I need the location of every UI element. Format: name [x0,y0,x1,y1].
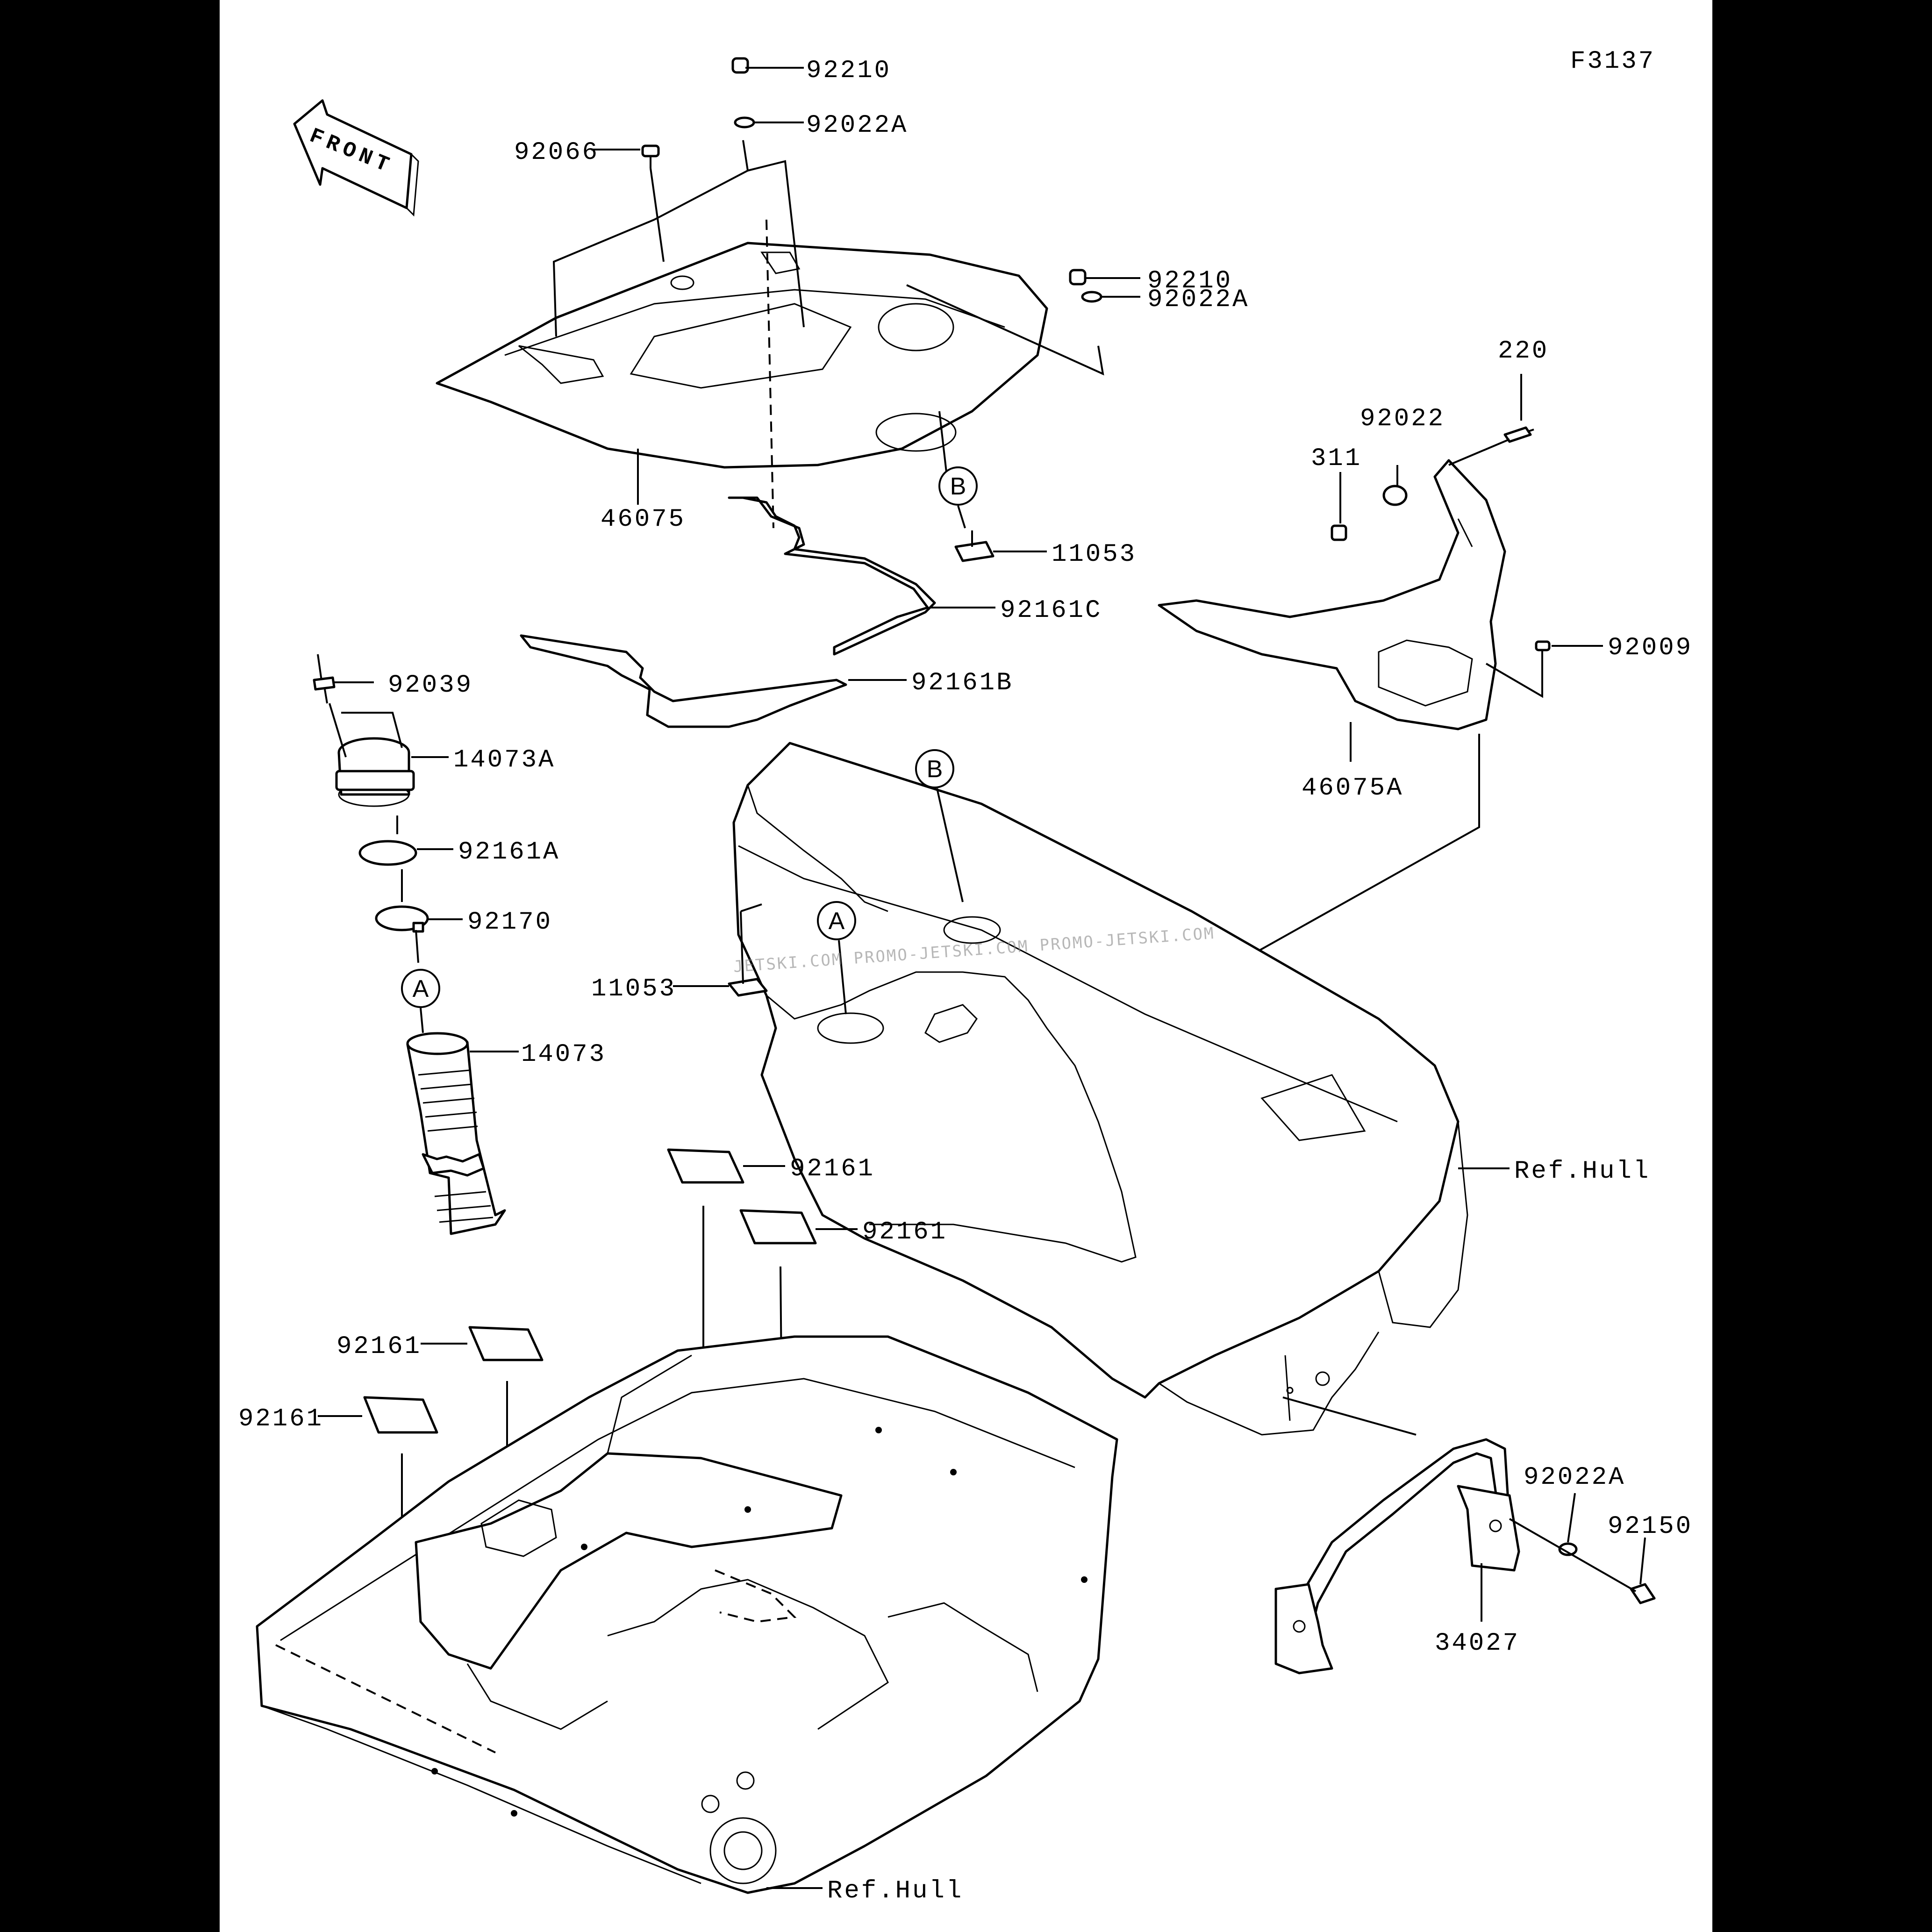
front-arrow-icon: FRONT [293,99,419,217]
label-46075a: 46075A [1302,774,1403,802]
label-46075: 46075 [601,505,686,534]
part-92161-pad-d [363,1396,438,1434]
label-ref-hull-right: Ref.Hull [1514,1157,1650,1186]
part-92039-screw [313,654,336,704]
label-92150: 92150 [1608,1512,1693,1541]
label-ref-hull-bottom: Ref.Hull [827,1877,963,1905]
part-11053-mid-clip [728,903,768,997]
label-220: 220 [1498,337,1549,365]
part-92161-pad-b [739,1209,817,1245]
part-92022-washer [1382,485,1408,506]
label-11053-mid: 11053 [591,975,676,1003]
label-34027: 34027 [1435,1629,1520,1658]
label-92161-b: 92161 [862,1218,947,1246]
part-92210-mid-nut [1069,269,1087,286]
label-92161a: 92161A [458,838,560,866]
part-92022a-low-washer [1558,1542,1578,1556]
part-46075a-rear-cover [1158,459,1506,730]
part-92161b-gasket [520,634,847,728]
label-92022a-top: 92022A [806,111,908,140]
label-92022: 92022 [1360,405,1445,433]
part-92210-top-nut [731,57,749,74]
label-92009: 92009 [1608,634,1693,662]
part-311-nut [1331,524,1347,541]
callout-b-lower [915,749,954,788]
label-14073a: 14073A [453,746,555,774]
label-11053-top: 11053 [1052,540,1137,569]
callout-b-upper [938,466,978,506]
label-92161-a: 92161 [790,1155,875,1183]
part-92161c-gasket [728,496,936,656]
part-92022a-mid-washer [1081,291,1102,303]
callout-a-left-text: A [413,975,429,1002]
part-92161a-o-ring [358,840,417,866]
part-34027-grab-handle [1274,1438,1520,1674]
part-92170-clamp [375,905,429,933]
part-92161-pad-c [468,1326,544,1361]
callout-a-hull-text: A [829,908,845,935]
part-11053-top-clip [954,530,995,562]
part-14073a-fitting [335,737,415,807]
label-92161-c: 92161 [336,1332,422,1361]
part-92161-pad-a [667,1148,744,1184]
label-311: 311 [1311,444,1362,473]
label-14073: 14073 [521,1040,606,1069]
callout-b-upper-text: B [950,473,966,500]
part-14073-hose [406,1032,506,1235]
hull-upper [732,742,1468,1436]
label-92066: 92066 [514,138,599,167]
part-92009-screw [1535,640,1551,668]
label-92022a-low: 92022A [1524,1463,1625,1492]
label-92161b: 92161B [911,669,1013,697]
part-92022a-top-washer [734,116,755,129]
label-92210-mid: 92210 [1147,267,1232,295]
label-92210-top: 92210 [806,57,891,85]
part-92150-bolt [1630,1583,1656,1604]
label-92039: 92039 [388,671,473,700]
part-46075-seat-cover [436,242,1048,469]
hull-lower [256,1335,1118,1894]
part-92066-bolt [641,144,660,168]
label-92022a-mid: 92022A [1147,286,1249,314]
callout-b-lower-text: B [927,756,943,783]
label-92170: 92170 [467,908,552,937]
label-92161c: 92161C [1000,596,1102,625]
diagram-id: F3137 [1570,47,1655,76]
callout-a-hull [817,901,856,940]
label-92161-d: 92161 [238,1405,323,1433]
callout-a-left [401,969,440,1008]
